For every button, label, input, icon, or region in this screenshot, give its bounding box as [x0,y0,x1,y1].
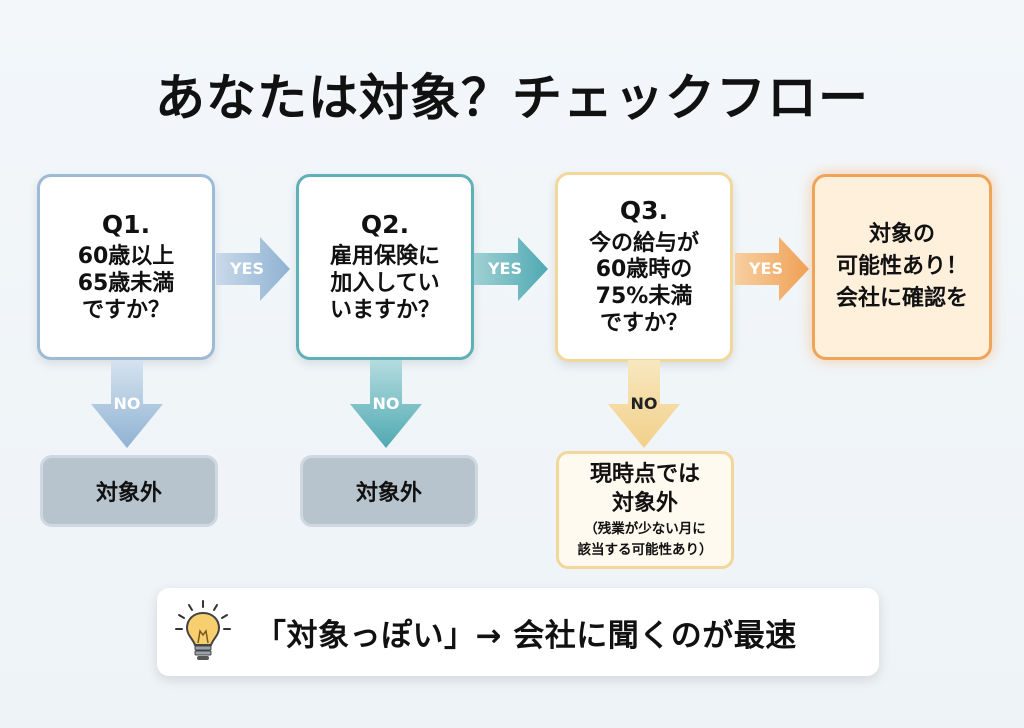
outcome-text-line: 対象外 [611,490,678,516]
question-number: Q2. [360,209,410,239]
question-text-line: ですか？ [599,311,688,337]
arrow-down-icon [608,360,680,448]
outcome-not-eligible-now: 現時点では 対象外 （残業が少ない月に 該当する可能性あり） [556,451,734,569]
no-label: NO [630,394,658,413]
yes-arrow-q3: YES [735,237,811,301]
result-text-line: 会社に確認を [835,285,968,311]
no-label: NO [372,394,400,413]
yes-label: YES [487,259,523,278]
outcome-note-line: （残業が少ない月に [584,521,706,538]
page-title: あなたは対象？チェックフロー [155,69,869,127]
outcome-not-eligible-q2: 対象外 [300,455,478,527]
question-text-line: 60歳時の [595,257,693,283]
arrow-down-icon [91,360,163,448]
outcome-text-line: 現時点では [589,462,700,488]
result-text-line: 対象の [868,222,935,248]
question-text-line: 60歳以上 [77,244,175,269]
outcome-not-eligible-q1: 対象外 [40,455,218,527]
question-box-q2: Q2. 雇用保険に 加入してい いますか？ [296,174,474,360]
result-eligible-box: 対象の 可能性あり！ 会社に確認を [812,174,992,360]
tip-text: 「対象っぽい」→ 会社に聞くのが最速 [255,617,797,654]
question-text-line: 雇用保険に [329,244,440,269]
no-arrow-q2: NO [348,360,424,450]
arrow-right-icon [216,237,290,301]
no-arrow-q1: NO [89,360,165,450]
question-text-line: ですか？ [81,297,170,323]
yes-arrow-q1: YES [216,237,292,301]
result-text-line: 可能性あり！ [835,254,968,280]
tip-banner: 「対象っぽい」→ 会社に聞くのが最速 [157,588,879,676]
question-text-line: 今の給与が [588,230,699,256]
question-number: Q1. [101,209,151,239]
outcome-note-line: 該当する可能性あり） [577,541,713,558]
question-text-line: 加入してい [330,270,440,296]
no-label: NO [113,394,141,413]
question-text-line: 75%未満 [595,284,693,310]
question-number: Q3. [619,196,669,226]
yes-arrow-q2: YES [474,237,550,301]
no-arrow-q3: NO [606,360,682,450]
question-text-line: 65歳未満 [77,270,175,296]
question-box-q1: Q1. 60歳以上 65歳未満 ですか？ [37,174,215,360]
yes-label: YES [748,259,784,278]
arrow-right-icon [735,237,809,301]
question-box-q3: Q3. 今の給与が 60歳時の 75%未満 ですか？ [555,172,733,362]
lightbulb-icon [175,600,231,660]
yes-label: YES [229,259,265,278]
arrow-down-icon [350,360,422,448]
arrow-right-icon [474,237,548,301]
question-text-line: いますか？ [329,297,440,323]
